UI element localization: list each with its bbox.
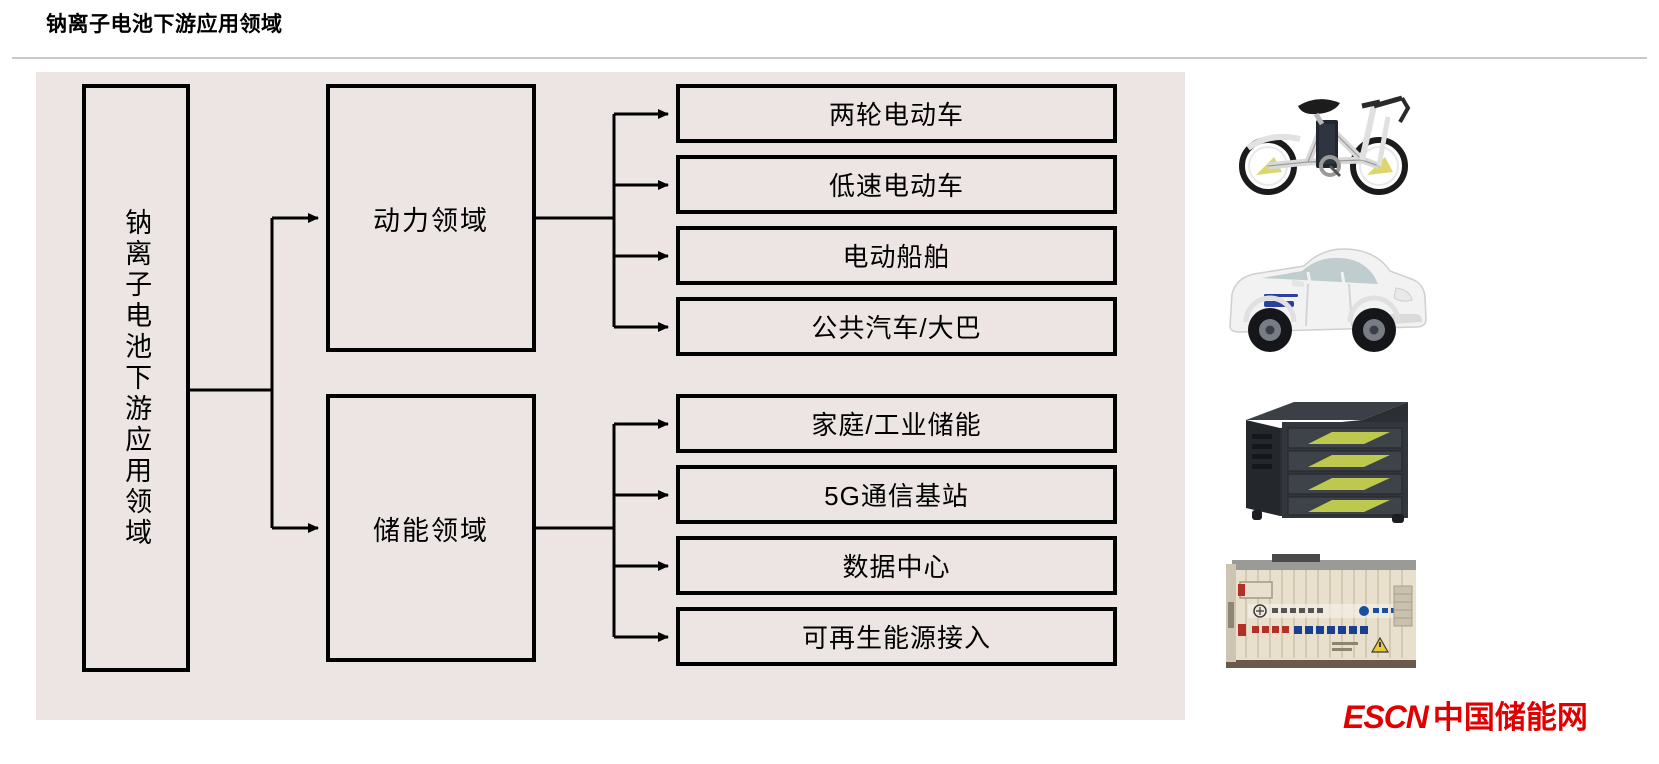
site-logo: ESCN 中国储能网	[1343, 692, 1588, 737]
leaf-node-storage-1[interactable]: 5G通信基站	[676, 465, 1117, 524]
branch-node-power-label: 动力领域	[373, 205, 489, 236]
site-logo-mark: ESCN	[1343, 699, 1429, 735]
leaf-node-storage-2[interactable]: 数据中心	[676, 536, 1117, 595]
branch-node-storage[interactable]: 储能领域	[326, 394, 536, 662]
diagram-panel: 钠离子电池下游应用领域 动力领域 储能领域 两轮电动车 低速电动车 电动船舶 公…	[36, 72, 1185, 720]
leaf-node-power-3-label: 公共汽车/大巴	[811, 313, 982, 343]
leaf-node-power-0[interactable]: 两轮电动车	[676, 84, 1117, 143]
site-logo-name: 中国储能网	[1432, 700, 1588, 735]
leaf-node-power-3[interactable]: 公共汽车/大巴	[676, 297, 1117, 356]
leaf-node-storage-2-label: 数据中心	[842, 552, 951, 582]
leaf-node-storage-1-label: 5G通信基站	[824, 481, 969, 511]
container-storage-photo	[1212, 542, 1427, 687]
leaf-node-power-1-label: 低速电动车	[828, 171, 964, 201]
leaf-node-power-2-label: 电动船舶	[842, 242, 951, 272]
low-speed-electric-car-photo	[1212, 222, 1427, 367]
root-node-label: 钠离子电池下游应用领域	[121, 207, 152, 549]
branch-node-power[interactable]: 动力领域	[326, 84, 536, 352]
title-divider	[12, 57, 1647, 59]
branch-node-storage-label: 储能领域	[373, 515, 489, 546]
battery-cabinet-photo	[1212, 382, 1427, 527]
leaf-node-power-0-label: 两轮电动车	[828, 100, 964, 130]
root-node[interactable]: 钠离子电池下游应用领域	[82, 84, 190, 672]
leaf-node-power-2[interactable]: 电动船舶	[676, 226, 1117, 285]
leaf-node-power-1[interactable]: 低速电动车	[676, 155, 1117, 214]
leaf-node-storage-3-label: 可再生能源接入	[801, 623, 991, 653]
leaf-node-storage-0[interactable]: 家庭/工业储能	[676, 394, 1117, 453]
leaf-node-storage-3[interactable]: 可再生能源接入	[676, 607, 1117, 666]
electric-bicycle-photo	[1212, 62, 1427, 207]
page-title: 钠离子电池下游应用领域	[46, 13, 283, 36]
leaf-node-storage-0-label: 家庭/工业储能	[811, 410, 982, 440]
